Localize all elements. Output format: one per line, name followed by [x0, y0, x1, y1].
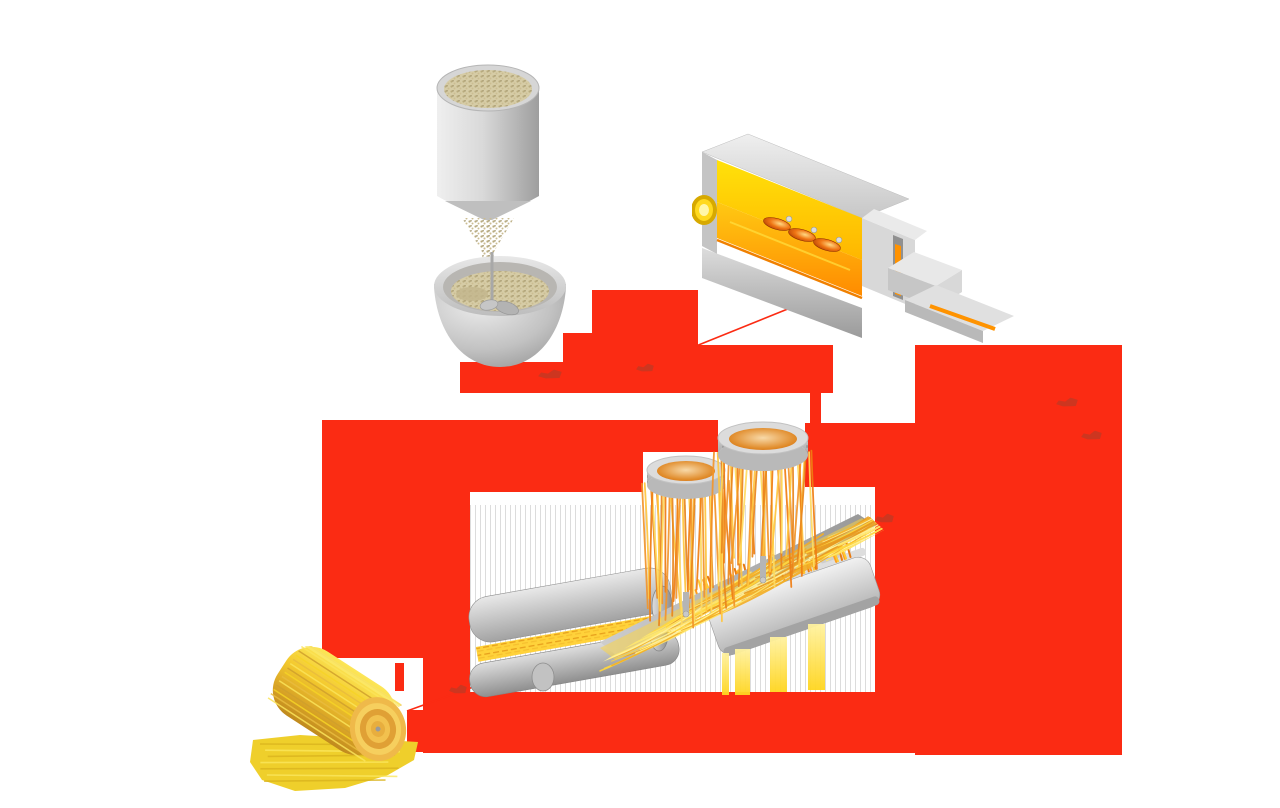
roll-end-face — [349, 697, 407, 761]
melting-furnace — [692, 133, 1014, 343]
compressed-mat — [475, 613, 670, 662]
melting-furnace-illustration — [692, 133, 1014, 343]
insulation-roll — [250, 646, 418, 791]
batch-silo-and-mixer-illustration — [434, 64, 566, 367]
molten-glass-bath — [717, 202, 862, 296]
mixer-shaft — [490, 252, 494, 306]
fiberizing-spinners — [641, 421, 818, 629]
furnace-flames — [763, 215, 843, 252]
insulation-roll-illustration — [250, 646, 418, 791]
fiberizing-line-illustration — [468, 421, 884, 698]
oven-glow-columns — [722, 624, 825, 695]
mixing-bowl — [434, 252, 566, 367]
forehearth — [905, 285, 1014, 331]
batch-silo — [436, 64, 540, 264]
